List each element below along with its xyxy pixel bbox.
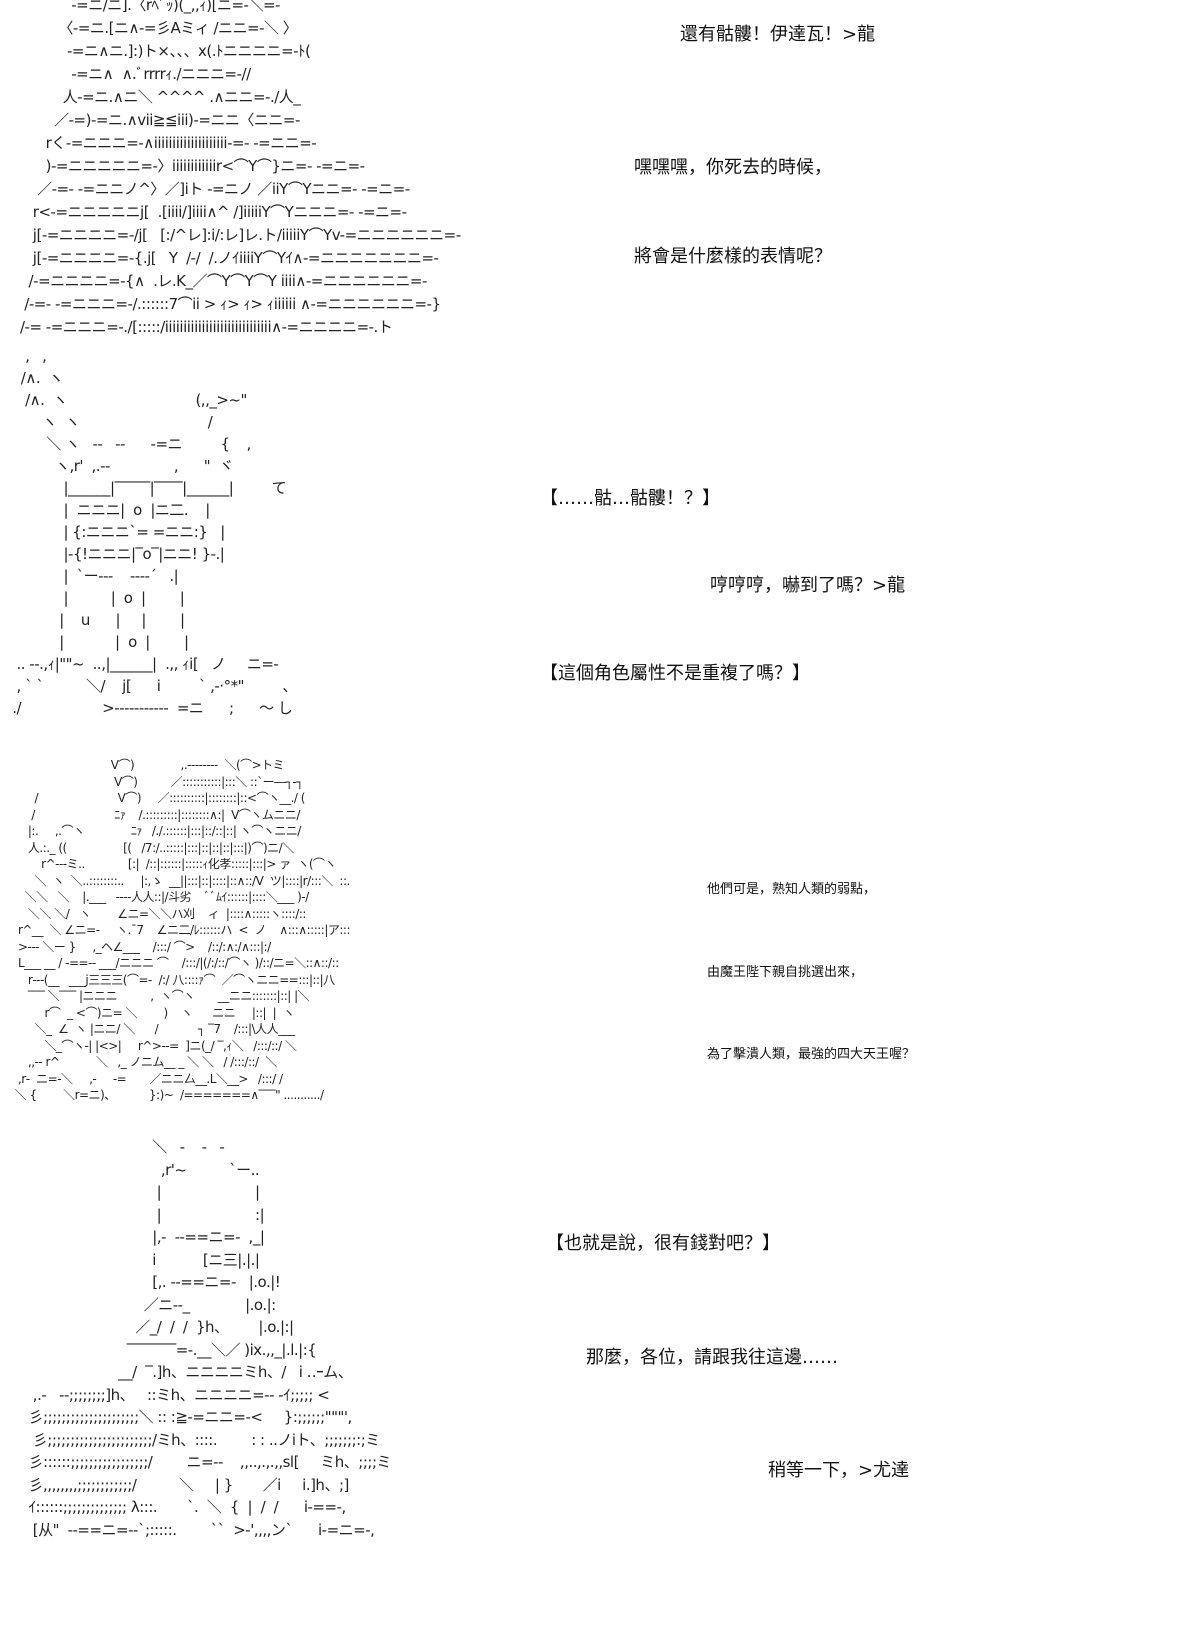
art-line: L___ __ / -==-- ___/ニニニ ⌒ /:::/|(/:/::/⌒… [8, 956, 339, 970]
art-line: ./ >----------- =ニ ; ～ し [8, 699, 293, 717]
dialogue-line: 稍等一下，>尤達 [768, 1460, 910, 1481]
art-line: ,r'~ `ー.. [20, 1160, 260, 1179]
art-line: | | o | | [8, 589, 185, 607]
art-line: ／-=- -=ニニノ^〉／]iト -=ニノ ／iiY⌒Yニニ=- -=ニ=- [20, 180, 410, 198]
art-line: ｲ::::::;;;;;;;;;;;;;; λ:::. `. ＼ { | / /… [20, 1498, 347, 1516]
art-line: r^‐--ミ.. [:| /::|::::::|:::::ｨ化孝:::::|::… [8, 857, 337, 871]
art-line: 彡;;;;;;;;;;;;;;;;;;;;;;;/ミh、::::. : : ..… [20, 1430, 380, 1449]
art-line: ＼ { ＼r=ニ)、 }:)~ /=======∧‾‾‾" ..........… [8, 1088, 324, 1102]
art-line: , , [8, 347, 47, 365]
ascii-art-dragon-armor: -=ニ/ニ].〈rﾍﾞｯ)(_,,ｨ)[ニ=-＼=- 〈-=ニ.[ニ∧-=彡Aミ… [20, 0, 461, 339]
ascii-art-skull-helmet: , , /∧. ヽ /∧. ヽ (,,_>~" ヽ ヽ / ＼ ヽ -- -- … [8, 345, 297, 719]
art-line: -=ニ∧ニ.]:)ト×、、、x(.ﾄニニニニ=-ﾄ( [20, 42, 311, 60]
art-line: [,. --==ニ=- |.o.|! [20, 1273, 281, 1291]
art-line: ‾‾‾‾‾‾‾=-.__＼／ )ix.,,_|.l.|:{ [20, 1340, 317, 1359]
art-line: -=ニ/ニ].〈rﾍﾞｯ)(_,,ｨ)[ニ=-＼=- [20, 0, 280, 14]
art-line: ヽ,r' ,.-- , " ヾ [8, 457, 234, 475]
dialogue-line: 還有骷髏！伊達瓦！>龍 [680, 24, 876, 45]
art-line: j[-=ニニニニ=-/j[ [:/^レ]:i/:レ]レ.ト/iiiiiY⌒Yv-… [20, 226, 461, 244]
art-line: __/ ‾.]h、ニニニニミh、/ i ‥ｰム、 [20, 1363, 353, 1381]
art-line: 〈-=ニ.[ニ∧-=彡Aミィ /ニニ=-＼ 〉 [20, 19, 298, 37]
dialogue-line: 【這個角色屬性不是重複了嗎？】 [540, 663, 810, 684]
art-line: ,r‐ ニ=-＼ ,- -= ／ニニ厶__.L＼__> /:::/ / [8, 1071, 283, 1086]
dialogue-line: 將會是什麼樣的表情呢？ [634, 246, 832, 267]
art-line: rく-=ニニニ=-∧iiiiiiiiiiiiiiiiiiii-=- -=ニニ=- [20, 134, 317, 152]
art-line: ＼ ヽ -- -- -=ニ { , [8, 435, 251, 453]
art-line: .. --.,ｨ|""~ ..,|______| .,, ｨi[ ノ ニ=- [8, 655, 279, 673]
art-line: / ﾆｧ /.:::::::::|::::::::∧:| V⌒ヽムニニ/ [8, 807, 300, 822]
art-line: 人-=ニ.∧ニ＼ ^^^^ .∧ニニ=-./人_ [20, 88, 301, 106]
art-line: r‐‐‐(__ ___j三三三(⌒=- /:/ 八::::ｧ⌒ ／⌒ヽニニ==:… [8, 972, 335, 987]
art-line: r<-=ニニニニニj[ .[iiii/]iiii∧^ /]iiiiiY⌒Yニニニ… [20, 203, 407, 221]
art-line: r⌒ _ <⌒)ニ= ＼ ) ヽ ニニ |::| | ヽ [8, 1005, 295, 1020]
art-line: V⌒) ／:::::::::::|:::＼ ::`ー―┐-┐ [8, 774, 303, 789]
dialogue-line: 為了擊潰人類，最強的四大天王喔？ [707, 1047, 916, 1062]
art-line: | ニニニ| o |ニ二. | [8, 501, 210, 519]
art-line: )-=ニニニニニ=-〉iiiiiiiiiiiir<⌒Y⌒}ニ=- -=ニ=- [20, 157, 365, 175]
art-line: /-=- -=ニニニ=-/.::::::7⌒ii > ｨ> ｨ> ｨiiiiii… [20, 295, 441, 313]
dialogue-line: 哼哼哼，嚇到了嗎？>龍 [710, 575, 906, 596]
art-line: ,,-- r^ ＼ ,_ ノニム__ _ ＼ ＼ / /:::/::/ ＼ [8, 1055, 277, 1069]
dialogue-line: 那麼，各位，請跟我往這邊…… [586, 1347, 838, 1368]
art-line: | | [20, 1183, 261, 1201]
art-line: 人.:._ (( [( /7:/..:::::|:::|::|::|::|:::… [8, 840, 294, 855]
art-line: /∧. ヽ [8, 369, 64, 387]
art-line: ＼ ヽ ＼..::::::::.. |:,ゝ __||:::|::|::::|:… [8, 873, 351, 888]
art-line: |______|‾‾‾‾‾|‾‾‾‾|______| て [8, 479, 287, 497]
ascii-art-four-heavenly-kings: V⌒) ,.--‐‐‐‐‐‐ ＼(⌒>トミ V⌒) ／:::::::::::|:… [8, 757, 351, 1104]
ascii-art-armored-knight: ＼ ‐ - - ,r'~ `ー.. | | | :| [20, 1136, 392, 1541]
art-line: | u | | | [8, 611, 185, 629]
art-line: |,- ‐-==ニ=- ,_| [20, 1228, 265, 1246]
art-line: -=ニ∧ ∧.ﾞrrrrｨ./ニニニ=-// [20, 65, 251, 83]
art-line: , ` ` ＼/ j[ i ` ,-·°*" 、 [8, 677, 298, 695]
art-line: |-{!ニニニ|‾o‾|ニニ! }-.| [8, 545, 225, 563]
art-line: ‾‾‾ ＼‾‾‾ |ニニニ , ヽ⌒ヽ __ニニ:::::::|::| |＼ [8, 989, 310, 1003]
art-line: /∧. ヽ (,,_>~" [8, 391, 247, 409]
art-line: /-=ニニニニ=-{∧ .レ.K_／⌒Y⌒Y⌒Y iiii∧-=ニニニニニニ=- [20, 272, 428, 290]
art-line: ＼_ ∠ ヽ |ニニ/ ＼ / ┐ ‾7 /:::|\人人___ [8, 1022, 296, 1036]
art-line: i [ニ三|.|.| [20, 1250, 260, 1269]
dialogue-line: 【也就是說，很有錢對吧？】 [546, 1233, 780, 1254]
art-line: [从" --==ニ=--`;:::::. `` >-',,,,ン` i-=ニ=-… [20, 1520, 375, 1539]
art-line: >‐‐‐ ＼ー } ,_ヘ∠___ /:::/ ⌒> /::/:∧:/∧:::|… [8, 939, 271, 954]
art-line: ／ニ‐-_ |.o.|: [20, 1295, 276, 1314]
art-line: ヽ ヽ / [8, 413, 213, 431]
art-line: 彡;;;;;;;;;;;;;;;;;;;;;＼ :: :≧-=ニニ=-< }:;… [20, 1408, 353, 1426]
art-line: ,.- --;;;;;;;;]h、 ::ミh、ニニニニ=-- -ｲ;;;;; < [20, 1385, 330, 1404]
art-line: ＼＼ ＼/ ヽ ∠ニ=＼＼ハ刈 ィ |::::∧:::::ヽ::::/:: [8, 906, 307, 921]
art-line: |:. ,.⌒ヽ ﾆｧ /./.::::::|:::|::/::|::| ヽ⌒ヽ… [8, 824, 301, 838]
art-line: | {:ニニニ`= =ニニ:} | [8, 523, 225, 541]
art-line: V⌒) ,.--‐‐‐‐‐‐ ＼(⌒>トミ [8, 758, 285, 772]
art-line: | :| [20, 1205, 265, 1224]
art-line: | | o | | [8, 633, 189, 651]
art-line: j[-=ニニニニ=-{.j[ Y /-/ /.ノｲiiiiY⌒Yｲ∧-=ニニニニ… [20, 249, 439, 267]
art-line: | `ー‐‐‐ ‐‐‐‐´ .| [8, 567, 179, 585]
art-line: 彡::::::;;;;;;;;;;;;;;;;;/ ニ=-- ,,..,.,.,… [20, 1453, 392, 1471]
dialogue-line: 他們可是，熟知人類的弱點， [707, 882, 877, 897]
art-line: ／_/ / / }h、 |.o.|:| [20, 1318, 294, 1336]
art-line: ＼_⌒ヽ-| |<>| r^>--= ]ニ(_/ ‾,ｨ＼ /:::/::/ ＼ [8, 1038, 297, 1053]
art-line: ＼＼ ＼ |.___ ----人人::|/斗劣 ﾞﾞﾑｲ::::::|::::＼… [8, 890, 310, 904]
dialogue-line: 由魔王陛下親自挑選出來， [707, 965, 864, 980]
art-line: ＼ ‐ - - [20, 1138, 225, 1156]
dialogue-line: 嘿嘿嘿，你死去的時候， [634, 157, 832, 178]
art-line: ／-=)-=ニ.∧vii≧≦iii)-=ニニ〈ニニ=- [20, 111, 300, 129]
art-line: 彡,,,,,,,,;;;;;;;;;;;;/ ＼ | } ／i i.]h、;] [20, 1475, 350, 1494]
art-line: / V⌒) ／::::::::::|::::::::|::<⌒ヽ__./ ( [8, 791, 306, 805]
art-line: r^__ ＼ ∠ニ=- ヽ.¯7 ∠ニ二/ﾚ::::::ハ < ノ ∧:::∧:… [8, 923, 351, 937]
dialogue-line: 【……骷…骷髏！？】 [540, 488, 720, 509]
art-line: /-= -=ニニニ=-./[:::::/iiiiiiiiiiiiiiiiiiii… [20, 318, 393, 336]
